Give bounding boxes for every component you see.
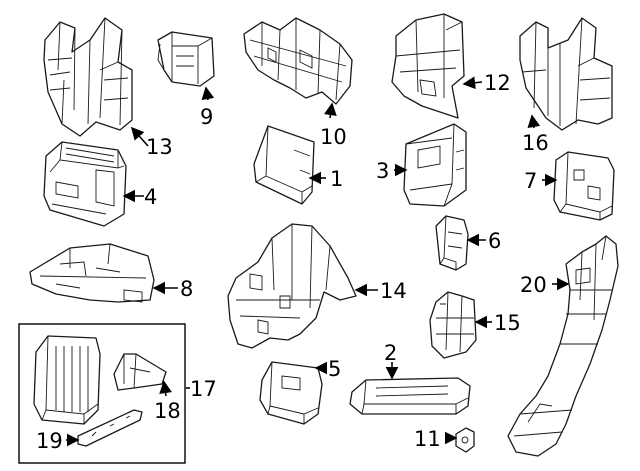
callout-6: 6 <box>488 229 501 253</box>
callout-15: 15 <box>494 311 521 335</box>
part-1-module <box>253 125 315 205</box>
callout-11: 11 <box>414 427 441 451</box>
callout-18: 18 <box>154 399 181 423</box>
part-17-module <box>33 335 101 425</box>
part-5-module <box>259 361 323 425</box>
part-15-bracket <box>429 291 477 359</box>
part-13-bracket <box>43 17 133 137</box>
callout-2: 2 <box>384 341 397 365</box>
callout-13: 13 <box>146 135 173 159</box>
part-7-module <box>553 151 615 221</box>
part-8-tray <box>29 243 155 303</box>
inset-box-17 <box>18 323 186 464</box>
callout-19: 19 <box>36 429 63 453</box>
part-20-pedal <box>507 235 619 457</box>
part-18-bracket <box>113 353 167 391</box>
callout-14: 14 <box>380 279 407 303</box>
callout-16: 16 <box>522 131 549 155</box>
part-16-bracket <box>519 17 613 131</box>
callout-7: 7 <box>524 169 537 193</box>
part-3-module <box>403 123 467 207</box>
callout-labels: 1 2 3 4 5 6 7 8 9 10 11 12 13 14 15 16 1… <box>36 71 549 453</box>
callout-5: 5 <box>328 357 341 381</box>
callout-8: 8 <box>180 277 193 301</box>
callout-17: 17 <box>190 377 217 401</box>
part-10-bracket <box>243 17 353 105</box>
part-4-module <box>43 141 127 227</box>
callout-4: 4 <box>144 185 157 209</box>
leader-lines <box>66 76 570 447</box>
callout-20: 20 <box>520 273 547 297</box>
part-6-module <box>435 215 469 271</box>
part-14-bracket <box>227 223 357 349</box>
part-11-clip <box>455 427 475 453</box>
callout-9: 9 <box>200 105 213 129</box>
callout-1: 1 <box>330 167 343 191</box>
part-12-bracket <box>391 13 465 119</box>
callout-3: 3 <box>376 159 389 183</box>
part-9-bracket <box>157 31 215 87</box>
callout-12: 12 <box>484 71 511 95</box>
part-2-module <box>349 377 471 415</box>
callout-10: 10 <box>320 125 347 149</box>
